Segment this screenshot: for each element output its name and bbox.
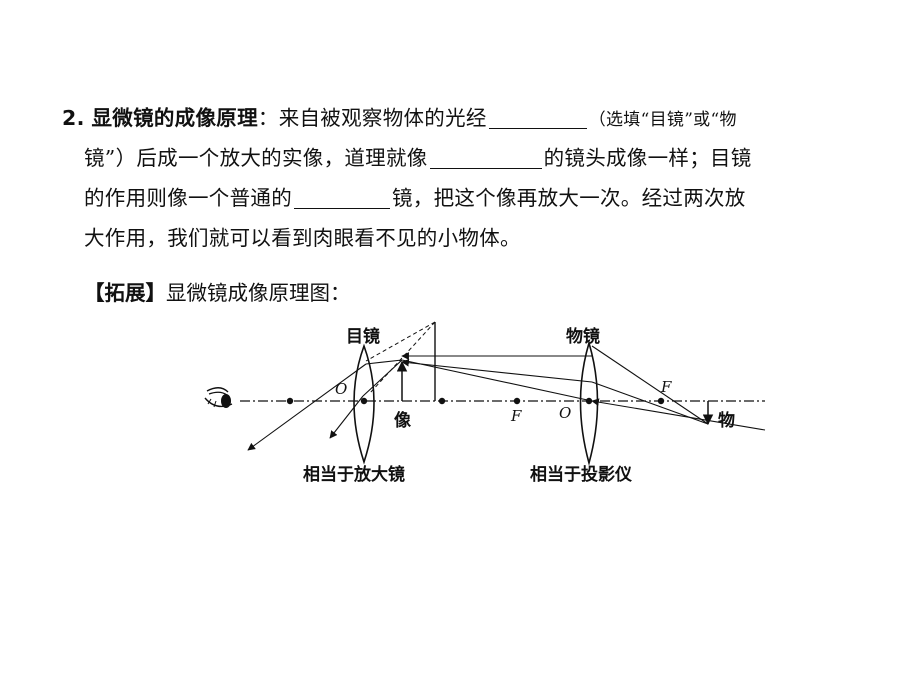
line-1-text: 来自被观察物体的光经 <box>278 106 487 130</box>
answer-blank-2[interactable] <box>429 146 542 169</box>
objective-center-point <box>585 397 593 405</box>
extension-tag: 【拓展】 <box>84 281 166 305</box>
focus-label-right: F <box>660 378 672 396</box>
line-3-text-a: 的作用则像一个普通的 <box>84 186 292 210</box>
extension-text: 显微镜成像原理图： <box>166 281 351 305</box>
ray-eyepiece-mid <box>362 359 403 397</box>
ray-eyepiece-top <box>365 359 403 365</box>
question-heading: 显微镜的成像原理 <box>91 106 258 130</box>
eyepiece-center-point <box>360 397 368 405</box>
question-line-3: 的作用则像一个普通的 镜，把这个像再放大一次。经过两次放 <box>62 178 862 218</box>
eyepiece-lens <box>353 343 375 465</box>
objective-label: 物镜 <box>566 326 600 347</box>
virtual-ray-2 <box>369 321 436 394</box>
focal-point-3 <box>513 397 521 405</box>
question-paragraph: 2. 显微镜的成像原理：来自被观察物体的光经 （选填“目镜”或“物 镜”）后成一个… <box>62 98 862 258</box>
question-line-4: 大作用，我们就可以看到肉眼看不见的小物体。 <box>62 218 862 258</box>
line-3-text-b: 镜，把这个像再放大一次。经过两次放 <box>392 186 746 210</box>
answer-blank-3[interactable] <box>294 186 390 209</box>
question-number: 2. <box>62 106 85 130</box>
ray-through-center <box>401 359 593 402</box>
ray-object-lower <box>591 398 766 431</box>
answer-blank-1[interactable] <box>488 106 587 129</box>
line-2-text-b: 的镜头成像一样；目镜 <box>543 146 752 170</box>
extension-line: 【拓展】显微镜成像原理图： <box>84 276 351 310</box>
focal-point-4 <box>657 397 665 405</box>
heading-colon: ： <box>257 106 279 130</box>
eyepiece-label: 目镜 <box>346 326 380 347</box>
ray-eyepiece-to-eye-2 <box>329 395 364 439</box>
line-2-text-a: 镜”）后成一个放大的实像，道理就像 <box>84 146 428 170</box>
question-line-2: 镜”）后成一个放大的实像，道理就像 的镜头成像一样；目镜 <box>62 138 862 178</box>
ray-eyepiece-to-eye-1 <box>247 363 367 451</box>
focal-point-2 <box>438 397 446 405</box>
focal-point-1 <box>286 397 294 405</box>
eye-icon <box>204 387 233 408</box>
line-4-text: 大作用，我们就可以看到肉眼看不见的小物体。 <box>84 226 521 250</box>
image-label: 像 <box>394 411 412 431</box>
eyepiece-center-label: O <box>335 380 347 398</box>
object-label: 物 <box>718 410 735 431</box>
question-line-1: 2. 显微镜的成像原理：来自被观察物体的光经 （选填“目镜”或“物 <box>62 98 862 138</box>
objective-caption: 相当于投影仪 <box>530 464 633 485</box>
choice-hint: （选填“目镜”或“物 <box>588 110 737 130</box>
objective-center-label: O <box>559 404 571 422</box>
ray-object-to-objective-top <box>591 345 709 425</box>
eyepiece-caption: 相当于放大镜 <box>303 464 405 485</box>
focus-label-mid: F <box>510 407 522 425</box>
virtual-ray-1 <box>365 321 436 362</box>
objective-lens <box>579 340 599 467</box>
ray-objective-lower <box>401 358 593 383</box>
